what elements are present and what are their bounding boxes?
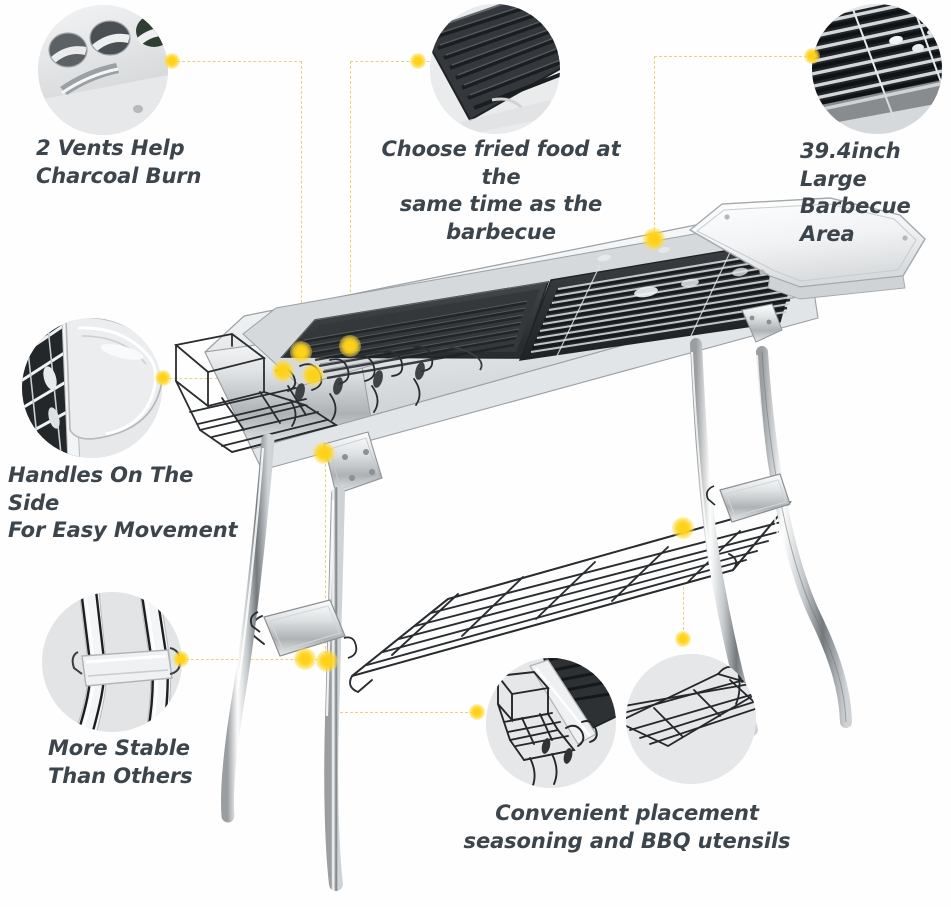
bubble-barbecue-area <box>812 4 942 134</box>
callout-label-handles: Handles On The Side For Easy Movement <box>8 463 238 543</box>
hinge-bracket-left <box>323 431 383 495</box>
callout-label-utensils: Convenient placement seasoning and BBQ u… <box>463 801 791 853</box>
leg-crossbar-rear <box>706 473 791 523</box>
basket-accessories <box>295 362 425 401</box>
connector-line-fried-h <box>350 61 450 62</box>
hinge-bracket-right <box>741 303 783 343</box>
callout-label-barbecue-area: 39.4inch Large Barbecue Area <box>800 139 911 247</box>
leg-crossbar <box>249 599 358 659</box>
grill-grate <box>518 237 803 361</box>
connector-line-stable-h <box>186 659 323 660</box>
bubble-utensils-shelf <box>626 654 756 784</box>
leg-crossbar-closeup <box>42 592 182 732</box>
connector-line-utensils-h <box>330 712 478 713</box>
callout-label-fried-food: Choose fried food at the same time as th… <box>381 137 621 245</box>
bubble-fried-food <box>430 4 560 134</box>
grill-grate-closeup <box>812 4 942 134</box>
connector-line-vents-v <box>301 61 302 353</box>
connector-line-area-v <box>654 56 655 240</box>
folding-legs-rear <box>756 346 852 728</box>
side-handle-closeup <box>22 318 162 458</box>
connector-line-fried-v <box>350 61 351 347</box>
bubble-vents <box>38 5 168 135</box>
lower-wire-shelf-closeup <box>626 654 756 784</box>
side-wire-basket <box>173 333 434 453</box>
bubble-stability <box>42 592 182 732</box>
connector-line-area-h <box>654 56 812 57</box>
callout-label-stability: More Stable Than Others <box>48 736 193 788</box>
vent-holes-closeup <box>38 5 168 135</box>
connector-line-handles-v2 <box>325 454 326 654</box>
connector-line-vents-h <box>172 61 302 62</box>
griddle-plate-closeup <box>430 4 560 134</box>
side-basket-closeup <box>486 658 616 788</box>
bubble-utensils-basket <box>486 658 616 788</box>
bubble-handles <box>22 318 162 458</box>
side-table <box>688 197 926 300</box>
callout-label-vents: 2 Vents Help Charcoal Burn <box>36 136 202 188</box>
